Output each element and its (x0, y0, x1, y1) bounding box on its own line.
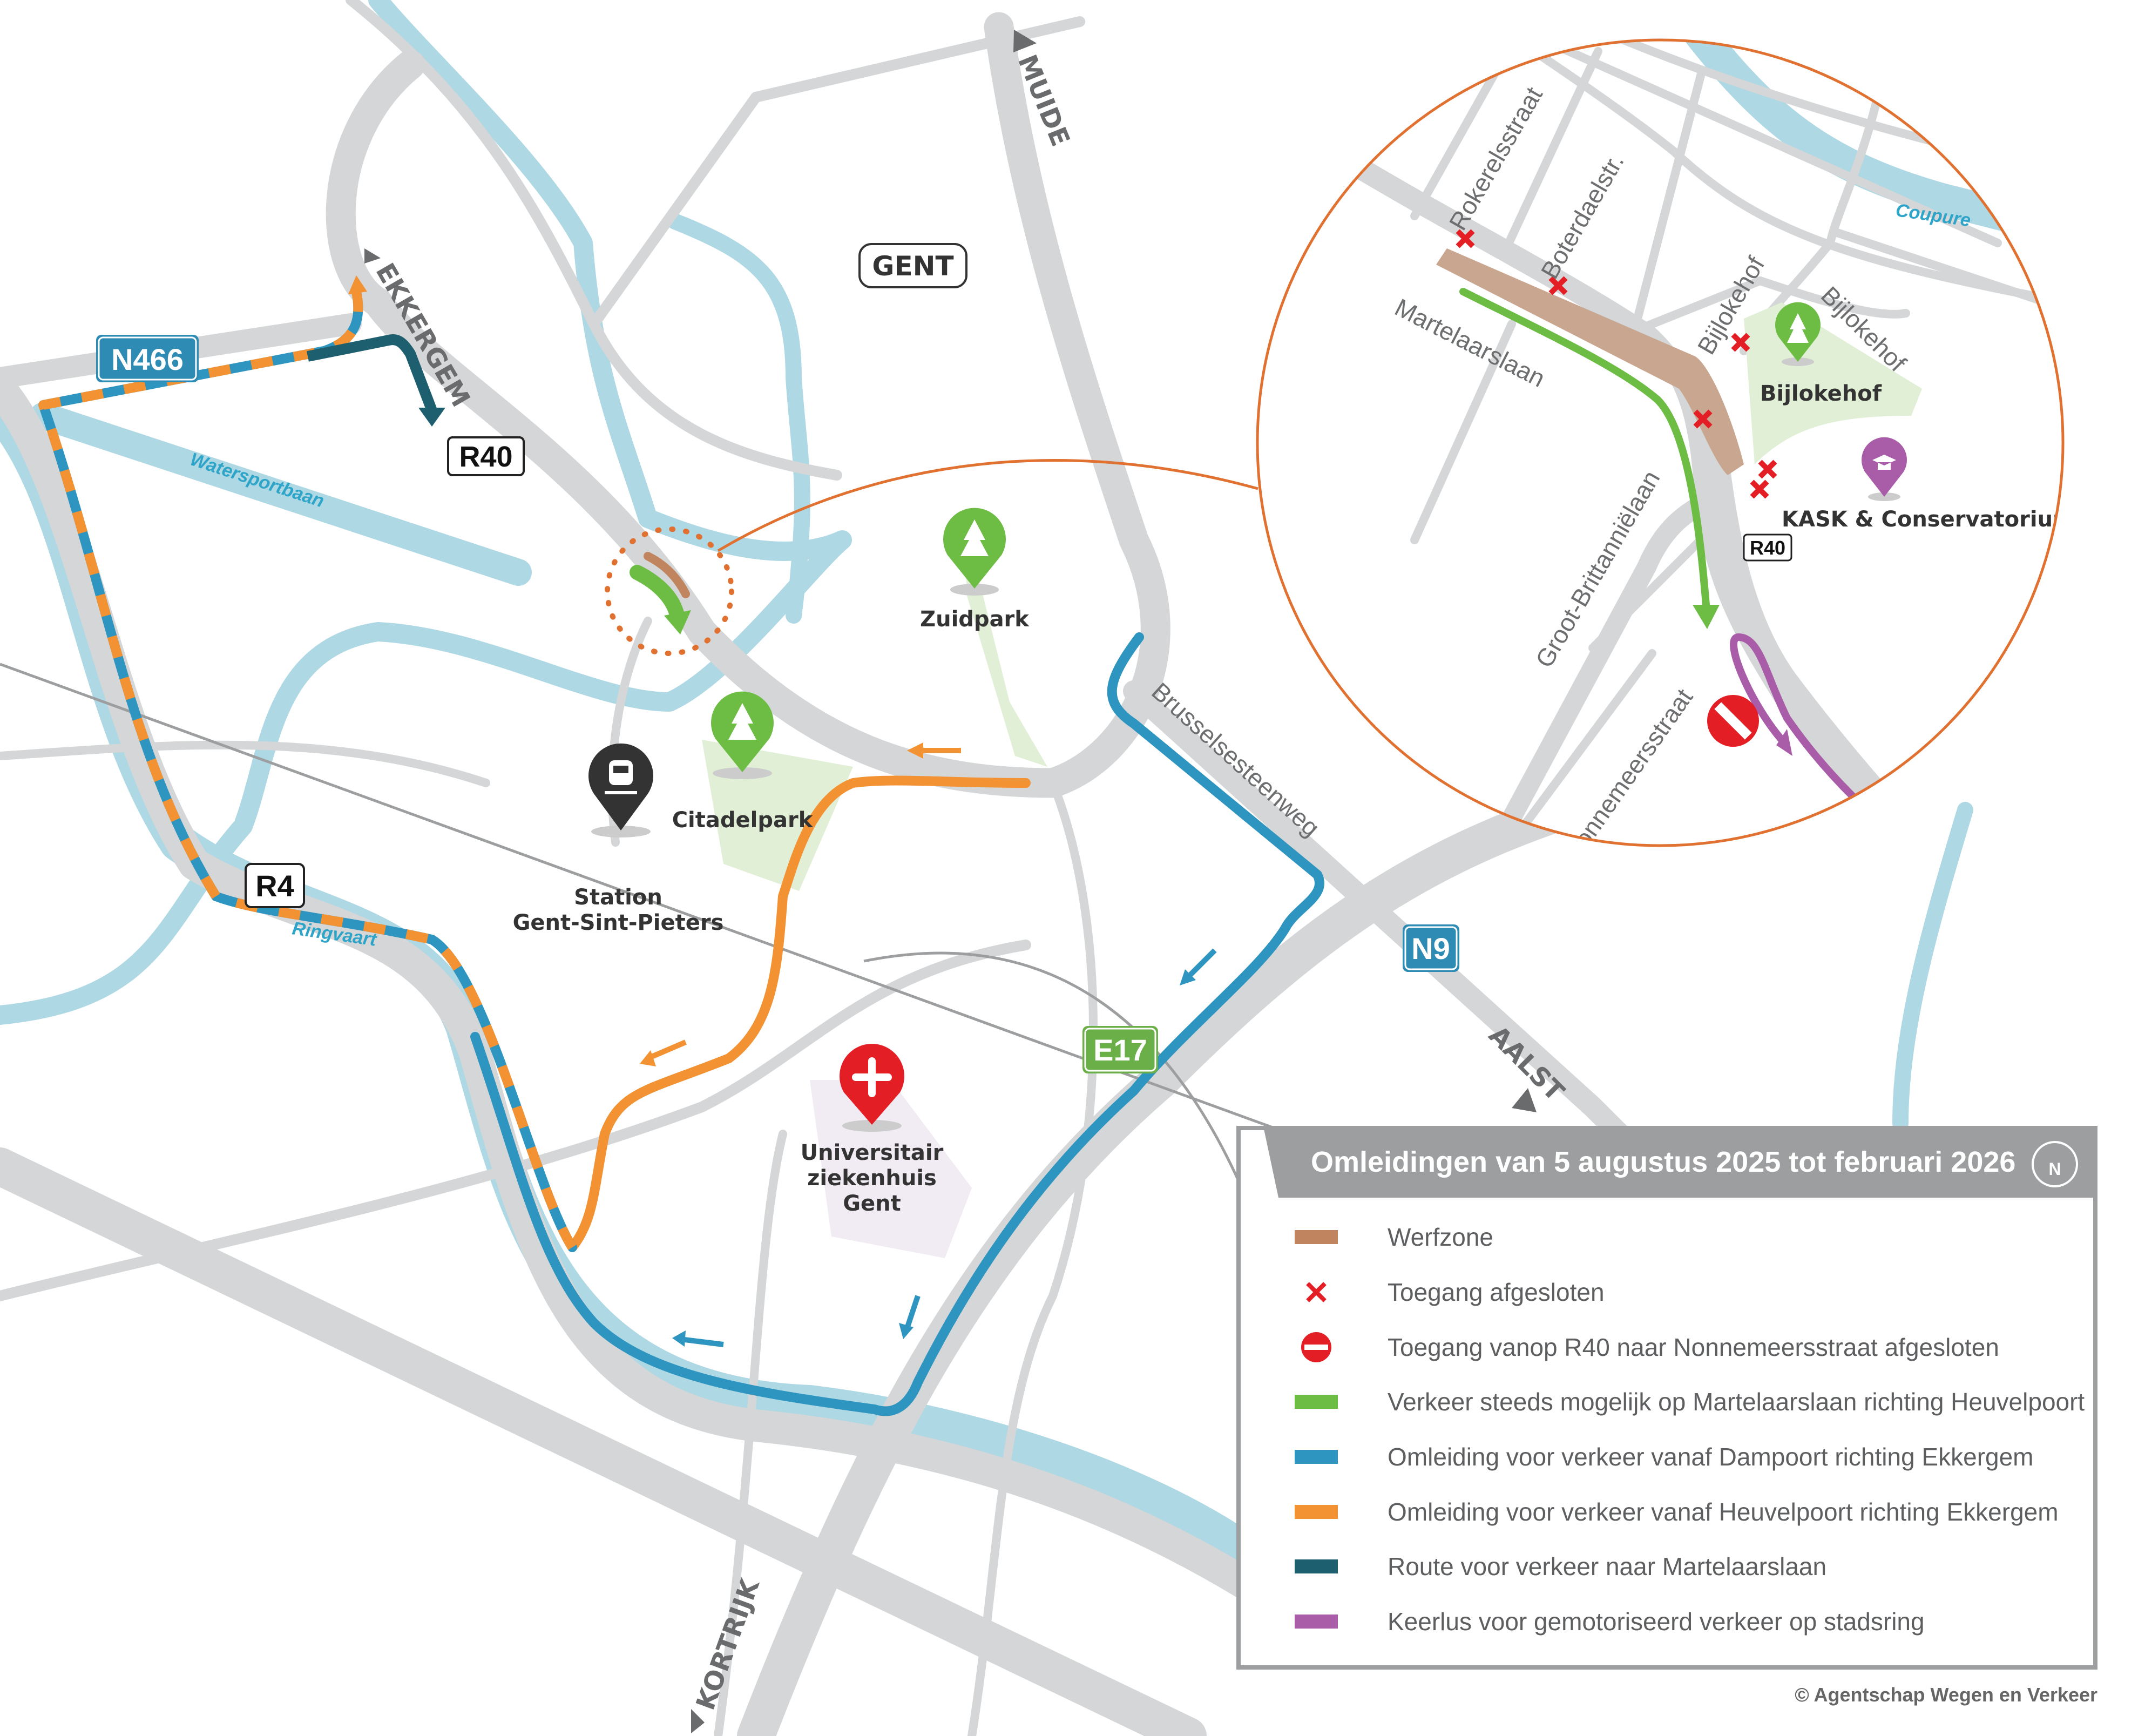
werfzone-inset (1436, 248, 1744, 475)
blue-arrow-3 (680, 1336, 724, 1347)
teal-arrowhead (418, 408, 445, 427)
legend-item-teal-route: Route voor verkeer naar Martelaarslaan (1295, 1548, 1826, 1585)
teal-swatch (1295, 1559, 1338, 1573)
flemish-lion-logo (1241, 1130, 1278, 1198)
station-label-1: Station (574, 885, 662, 910)
kask-pin (1862, 437, 1907, 501)
gent-city-sign: GENT (858, 243, 967, 288)
werfzone-swatch (1295, 1230, 1338, 1244)
e40-road (0, 1147, 1207, 1736)
railways (0, 663, 1350, 1189)
blue-route (470, 632, 1324, 1416)
legend-item-no-entry: Toegang vanop R40 naar Nonnemeersstraat … (1295, 1328, 1999, 1366)
zuidpark-pin[interactable] (943, 508, 1006, 596)
purple-arrowhead-inset (1776, 729, 1792, 756)
green-swatch (1295, 1395, 1338, 1409)
bijlokehof-label: Bijlokehof (1760, 381, 1882, 406)
city-road-3 (0, 940, 1031, 1301)
r4-sign: R4 (245, 863, 305, 908)
teal-route (307, 334, 437, 413)
citadelpark-label: Citadelpark (672, 808, 814, 833)
station-label-2: Gent-Sint-Pieters (513, 910, 724, 935)
r40-road (326, 12, 1170, 798)
e17-sign: E17 (1082, 1026, 1158, 1073)
svg-text:R40: R40 (459, 441, 512, 473)
legend-header: Omleidingen van 5 augustus 2025 tot febr… (1241, 1130, 2093, 1198)
city-road-1 (346, 0, 842, 481)
blue-swatch (1295, 1450, 1338, 1464)
orange-arrowhead-n466 (348, 275, 367, 294)
direction-arrows (348, 275, 1217, 1347)
werfzone-small (644, 552, 690, 598)
legend-item-blue-route: Omleiding voor verkeer vanaf Dampoort ri… (1295, 1438, 2034, 1476)
n9-sign: N9 (1403, 924, 1459, 972)
closure-markers (1456, 229, 1777, 499)
river-east (667, 213, 810, 624)
purple-swatch (1295, 1615, 1338, 1629)
inset-connector-line (717, 459, 1258, 552)
svg-text:R40: R40 (1750, 537, 1785, 559)
blue-arrow-2 (904, 1295, 921, 1329)
copyright: © Agentschap Wegen en Verkeer (1795, 1684, 2097, 1706)
river-southeast (1892, 802, 1973, 1131)
detail-locator-circle[interactable] (605, 526, 734, 656)
uz-label-3: Gent (843, 1191, 901, 1216)
legend-title: Omleidingen van 5 augustus 2025 tot febr… (1311, 1146, 2016, 1178)
uz-label-1: Universitair (801, 1140, 944, 1165)
svg-text:GENT: GENT (872, 251, 953, 282)
legend-item-orange-route: Omleiding voor verkeer vanaf Heuvelpoort… (1295, 1493, 2059, 1531)
watersportbaan-canal (30, 402, 532, 586)
kask-label: KASK & Conservatorium (1782, 507, 2075, 532)
r4-road (0, 373, 1285, 1615)
shared-route-dashes (38, 291, 577, 1250)
no-entry-icon (1295, 1331, 1338, 1363)
hospital-pin[interactable] (840, 1044, 904, 1132)
r40-inset-sign: R40 (1743, 533, 1792, 562)
city-road-2 (588, 16, 1085, 329)
north-arrow-icon: N (2032, 1141, 2078, 1187)
routes (38, 287, 1324, 1416)
svg-text:R4: R4 (255, 869, 294, 903)
uz-label-2: ziekenhuis (807, 1166, 937, 1191)
legend-item-purple-route: Keerlus voor gemotoriseerd verkeer op st… (1295, 1603, 1925, 1640)
city-road-4 (967, 779, 1098, 1736)
roads (0, 0, 1657, 1736)
svg-text:N9: N9 (1411, 931, 1450, 965)
station-pin[interactable] (588, 743, 653, 837)
orange-arrow-2 (647, 1039, 687, 1061)
inset-detail-map: Coupure Rokerelsstraat Boterdaelstr. Bij… (1256, 38, 2075, 847)
no-entry-sign (1707, 695, 1759, 747)
r40-sign: R40 (447, 436, 525, 476)
green-arrowhead-small (664, 610, 691, 634)
svg-text:N466: N466 (111, 342, 184, 376)
zuidpark-area (966, 529, 1047, 767)
legend-item-green-route: Verkeer steeds mogelijk op Martelaarslaa… (1295, 1383, 2085, 1421)
citadelpark-pin[interactable] (711, 691, 774, 779)
legend-panel: Omleidingen van 5 augustus 2025 tot febr… (1236, 1126, 2097, 1670)
inset-ring (1256, 38, 2065, 847)
green-route-inset (1459, 288, 1710, 609)
svg-text:E17: E17 (1093, 1033, 1147, 1067)
zuidpark-label: Zuidpark (920, 607, 1030, 632)
legend-item-werfzone: Werfzone (1295, 1218, 1493, 1256)
city-road-7 (0, 740, 490, 787)
city-road-6 (714, 1130, 787, 1736)
red-x-icon (1295, 1276, 1338, 1308)
legend-item-access-closed: Toegang afgesloten (1295, 1273, 1605, 1311)
green-arrow-small (630, 565, 685, 626)
bijlokehof-pin (1775, 302, 1821, 366)
n466-sign: N466 (96, 335, 199, 382)
blue-arrow-1 (1186, 948, 1217, 980)
e17-road (737, 791, 1585, 1736)
orange-swatch (1295, 1505, 1338, 1519)
green-arrowhead-inset (1693, 605, 1720, 629)
orange-route (567, 775, 1031, 1252)
